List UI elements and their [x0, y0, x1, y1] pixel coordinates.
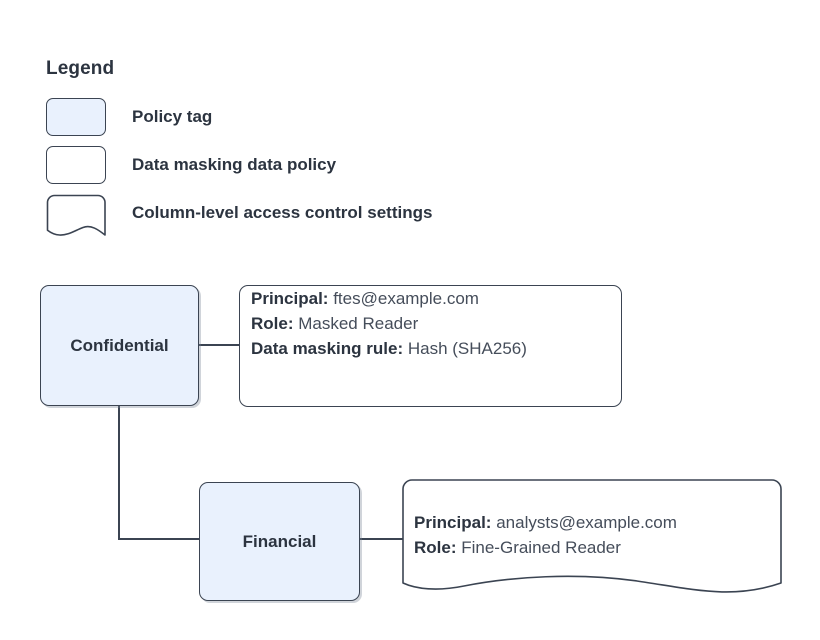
callout-value-role: Fine-Grained Reader [461, 538, 621, 557]
legend-swatch-policy-tag [46, 98, 106, 136]
legend-swatch-data-masking-policy [46, 146, 106, 184]
legend-label-policy-tag: Policy tag [132, 107, 213, 126]
callout-key-role: Role: [414, 538, 457, 557]
callout-line-masking-rule: Data masking rule: Hash (SHA256) [251, 336, 527, 361]
node-financial[interactable]: Financial [199, 482, 360, 601]
callout-financial-policy[interactable]: Principal: analysts@example.com Role: Fi… [402, 479, 783, 594]
node-financial-label: Financial [242, 531, 317, 551]
callout-financial-policy-lines: Principal: analysts@example.com Role: Fi… [414, 510, 677, 560]
callout-key-masking-rule: Data masking rule: [251, 339, 404, 358]
edge-financial-to-policy [359, 538, 403, 540]
callout-confidential-policy[interactable]: Principal: ftes@example.com Role: Masked… [239, 285, 622, 407]
legend-label-data-masking-policy: Data masking data policy [132, 155, 337, 174]
callout-value-principal: analysts@example.com [496, 513, 677, 532]
callout-line-role: Role: Masked Reader [251, 311, 527, 336]
node-confidential[interactable]: Confidential [40, 285, 199, 406]
legend-item-data-masking-policy: Data masking data policy [46, 146, 336, 184]
callout-line-principal: Principal: ftes@example.com [251, 286, 527, 311]
legend-swatch-column-access-settings [46, 194, 106, 236]
wave-bottom-rect-icon [46, 194, 106, 236]
callout-value-role: Masked Reader [298, 314, 419, 333]
callout-line-principal: Principal: analysts@example.com [414, 510, 677, 535]
edge-confidential-to-policy [198, 344, 240, 346]
callout-key-role: Role: [251, 314, 294, 333]
node-confidential-label: Confidential [70, 335, 169, 355]
legend-title: Legend [46, 58, 115, 79]
callout-key-principal: Principal: [251, 289, 329, 308]
legend-label-column-access-settings: Column-level access control settings [132, 203, 433, 222]
callout-value-masking-rule: Hash (SHA256) [407, 339, 527, 358]
callout-confidential-policy-lines: Principal: ftes@example.com Role: Masked… [251, 286, 527, 361]
wave-bottom-rect-shape [402, 479, 782, 593]
legend-item-policy-tag: Policy tag [46, 98, 212, 136]
callout-line-role: Role: Fine-Grained Reader [414, 535, 677, 560]
callout-key-principal: Principal: [414, 513, 492, 532]
callout-value-principal: ftes@example.com [333, 289, 479, 308]
edge-confidential-to-financial-horizontal [118, 538, 200, 540]
edge-confidential-to-financial-vertical [118, 405, 120, 539]
legend-item-column-access-settings: Column-level access control settings [46, 194, 433, 236]
